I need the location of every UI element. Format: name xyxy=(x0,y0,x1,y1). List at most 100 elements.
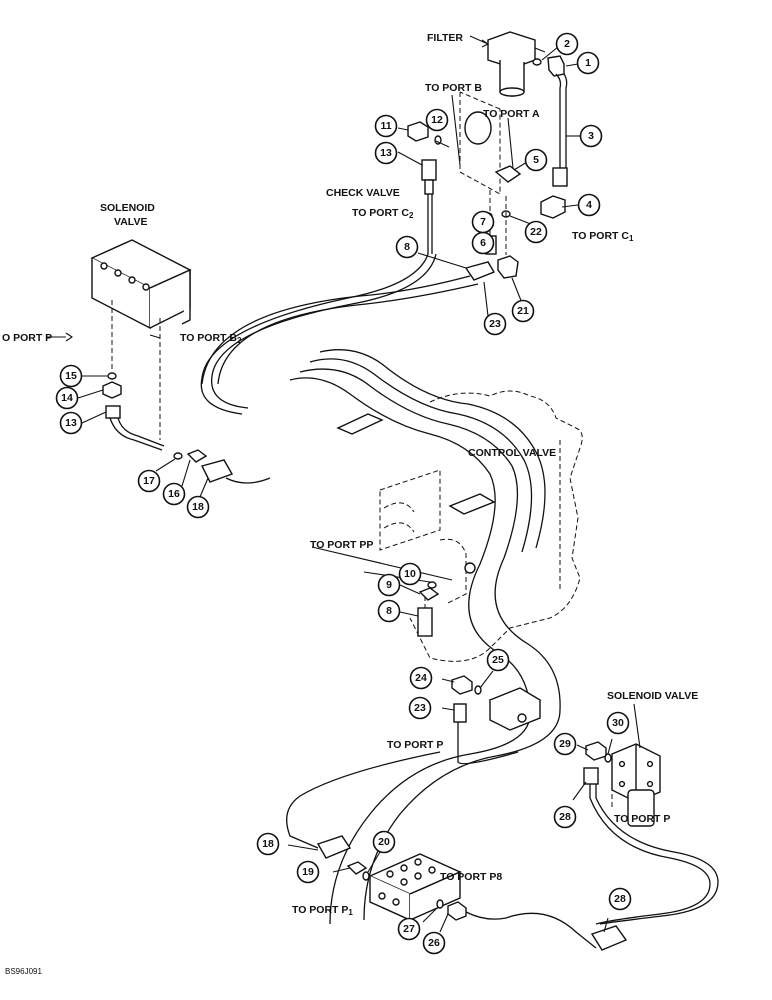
callout-3: 3 xyxy=(579,124,603,148)
svg-text:28: 28 xyxy=(614,893,626,905)
svg-text:16: 16 xyxy=(168,488,180,500)
svg-text:27: 27 xyxy=(403,923,415,935)
o-ring-part xyxy=(532,58,542,66)
label-to-port-p8: TO PORT P8 xyxy=(440,871,502,883)
svg-text:11: 11 xyxy=(380,120,391,132)
callout-27: 27 xyxy=(397,917,421,941)
solenoid-valve-right xyxy=(611,743,661,827)
callout-13-top: 13 xyxy=(374,141,398,165)
svg-text:3: 3 xyxy=(588,130,594,142)
drawing-code: BS96J091 xyxy=(5,967,42,976)
callout-26: 26 xyxy=(422,931,446,955)
svg-text:10: 10 xyxy=(404,568,416,580)
svg-text:25: 25 xyxy=(492,654,504,666)
callout-28-right: 28 xyxy=(553,805,577,829)
callout-24: 24 xyxy=(409,666,433,690)
svg-text:23: 23 xyxy=(414,702,426,714)
label-solenoid-valve-left-2: VALVE xyxy=(114,216,147,228)
callout-2: 2 xyxy=(555,32,579,56)
svg-text:21: 21 xyxy=(517,305,529,317)
callout-6: 6 xyxy=(471,231,495,255)
svg-text:2: 2 xyxy=(564,38,570,50)
label-to-port-p-left: O PORT P xyxy=(2,332,52,344)
svg-text:18: 18 xyxy=(262,838,274,850)
callout-14: 14 xyxy=(55,386,79,410)
svg-text:29: 29 xyxy=(559,738,571,750)
svg-text:20: 20 xyxy=(378,836,390,848)
svg-text:8: 8 xyxy=(386,605,392,617)
filter xyxy=(487,31,546,97)
callout-18-left: 18 xyxy=(186,495,210,519)
svg-text:23: 23 xyxy=(489,318,501,330)
manifold-block xyxy=(368,853,462,922)
hose-bundle xyxy=(200,253,561,925)
label-filter: FILTER xyxy=(427,32,463,44)
callout-11: 11 xyxy=(374,114,398,138)
svg-text:1: 1 xyxy=(585,57,591,69)
callout-13-left: 13 xyxy=(59,411,83,435)
svg-text:13: 13 xyxy=(380,147,392,159)
callout-9: 9 xyxy=(377,573,401,597)
label-solenoid-valve-left-1: SOLENOID xyxy=(100,202,155,214)
label-solenoid-valve-right: SOLENOID VALVE xyxy=(607,690,698,702)
svg-text:19: 19 xyxy=(302,866,314,878)
label-to-port-c2: TO PORT C2 xyxy=(352,207,414,220)
svg-text:28: 28 xyxy=(559,811,571,823)
elbow-fitting xyxy=(547,55,565,77)
label-to-port-a: TO PORT A xyxy=(483,108,540,120)
svg-text:9: 9 xyxy=(386,579,392,591)
label-control-valve: CONTROL VALVE xyxy=(468,447,556,459)
callout-4: 4 xyxy=(577,193,601,217)
callout-8-top: 8 xyxy=(395,235,419,259)
svg-text:13: 13 xyxy=(65,417,77,429)
callout-8-bottom: 8 xyxy=(377,599,401,623)
callout-10: 10 xyxy=(398,562,422,586)
svg-text:26: 26 xyxy=(428,937,440,949)
label-to-port-p-mid: TO PORT P xyxy=(387,739,443,751)
callout-5: 5 xyxy=(524,148,548,172)
label-to-port-b2: TO PORT B2 xyxy=(180,332,242,345)
control-valve xyxy=(379,390,583,662)
svg-text:14: 14 xyxy=(61,392,73,404)
callout-18-bottom: 18 xyxy=(256,832,280,856)
callout-30: 30 xyxy=(606,711,630,735)
callout-12: 12 xyxy=(425,108,449,132)
callout-28-bottom: 28 xyxy=(608,887,632,911)
callout-leaders xyxy=(77,46,613,933)
label-to-port-c1: TO PORT C1 xyxy=(572,230,634,243)
label-to-port-pp: TO PORT PP xyxy=(310,539,373,551)
callout-19: 19 xyxy=(296,860,320,884)
svg-text:24: 24 xyxy=(415,672,427,684)
callout-22: 22 xyxy=(524,220,548,244)
solenoid-valve-left xyxy=(90,239,192,330)
svg-text:30: 30 xyxy=(612,717,624,729)
callout-17: 17 xyxy=(137,469,161,493)
svg-text:6: 6 xyxy=(480,237,486,249)
callout-20: 20 xyxy=(372,830,396,854)
svg-text:15: 15 xyxy=(65,370,77,382)
svg-text:17: 17 xyxy=(143,475,155,487)
callout-23-mid: 23 xyxy=(408,696,432,720)
check-valve xyxy=(459,91,522,195)
callout-15: 15 xyxy=(59,364,83,388)
svg-text:22: 22 xyxy=(530,226,542,238)
label-to-port-p-right: TO PORT P xyxy=(614,813,670,825)
svg-text:4: 4 xyxy=(586,199,592,211)
callout-16: 16 xyxy=(162,482,186,506)
svg-text:18: 18 xyxy=(192,501,204,513)
callout-25: 25 xyxy=(486,648,510,672)
svg-text:12: 12 xyxy=(431,114,443,126)
svg-text:7: 7 xyxy=(480,216,486,228)
svg-text:5: 5 xyxy=(533,154,539,166)
callout-29: 29 xyxy=(553,732,577,756)
label-check-valve: CHECK VALVE xyxy=(326,187,400,199)
svg-text:8: 8 xyxy=(404,241,410,253)
label-to-port-b: TO PORT B xyxy=(425,82,482,94)
callout-1: 1 xyxy=(576,51,600,75)
callout-23-top: 23 xyxy=(483,312,507,336)
label-to-port-p1: TO PORT P1 xyxy=(292,904,353,917)
callout-7: 7 xyxy=(471,210,495,234)
callout-21: 21 xyxy=(511,299,535,323)
